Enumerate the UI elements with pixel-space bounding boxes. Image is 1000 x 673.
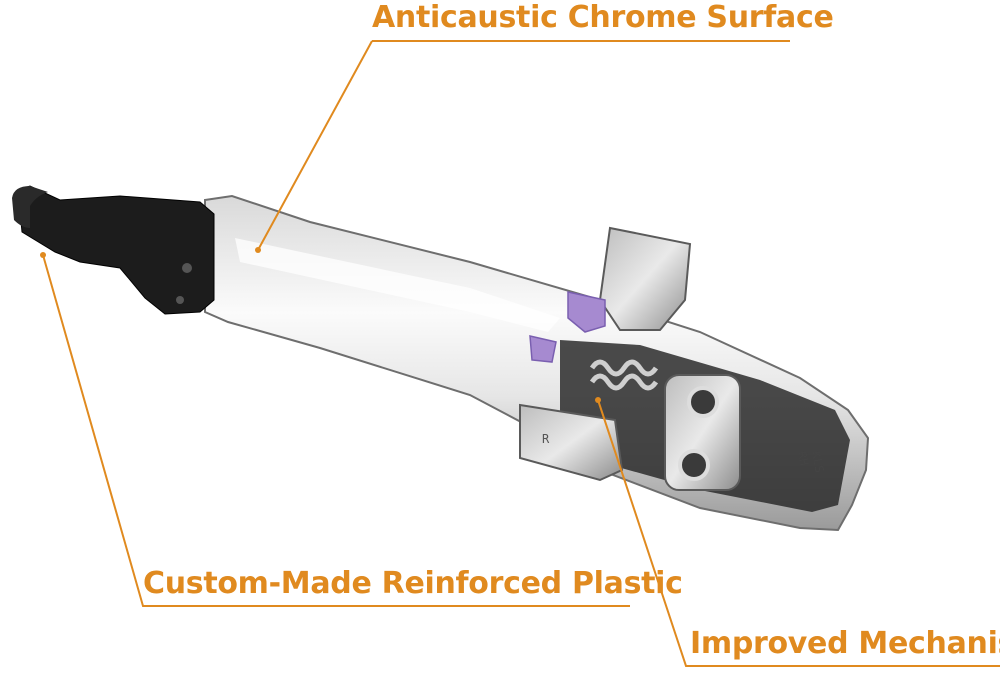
hinge-hole-top <box>687 386 719 418</box>
purple-clip-bottom <box>529 335 557 363</box>
screw-hole <box>182 263 192 273</box>
latch-bracket <box>519 403 624 482</box>
leader-line-left <box>42 254 630 607</box>
purple-clip-top <box>567 291 606 333</box>
plastic-hook <box>12 186 48 228</box>
spring-coil <box>589 359 659 391</box>
lever-bracket <box>598 226 692 331</box>
callout-improved-mechanism: Improved Mechanism <box>690 626 1000 661</box>
leader-dot-top <box>255 247 261 253</box>
leader-line-top <box>257 40 790 251</box>
callout-reinforced-plastic: Custom-Made Reinforced Plastic <box>143 566 683 601</box>
stamp-kls: KLS <box>809 450 827 474</box>
leader-dot-left <box>40 252 46 258</box>
stamp-r: R <box>542 432 550 446</box>
leader-line-right <box>597 399 1000 667</box>
plastic-end-cap <box>17 185 215 315</box>
hinge-hole-bottom <box>678 449 710 481</box>
chrome-highlight <box>235 238 560 332</box>
callout-chrome-surface: Anticaustic Chrome Surface <box>372 0 834 35</box>
stamp-rh: RH <box>795 450 811 467</box>
screw-hole-2 <box>176 296 184 304</box>
leader-dot-right <box>595 397 601 403</box>
